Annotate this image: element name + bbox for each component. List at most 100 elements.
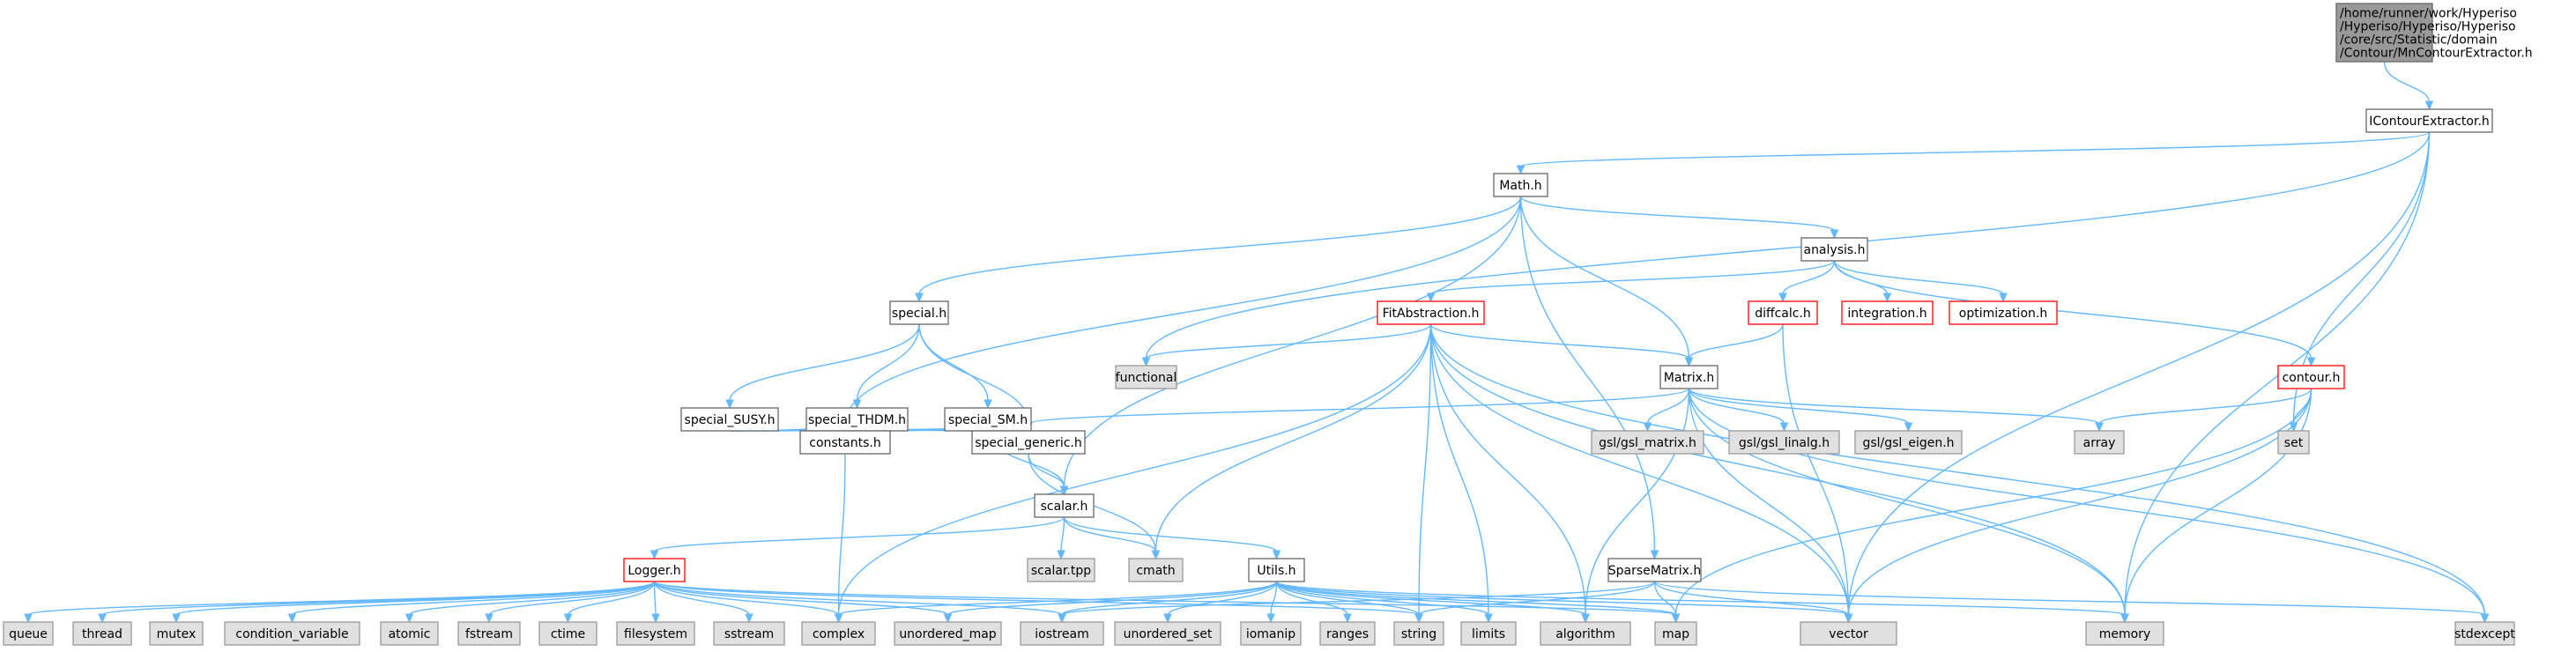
node-box-set bbox=[2277, 430, 2310, 455]
node-array[interactable]: array bbox=[2074, 430, 2125, 455]
node-susy[interactable]: special_SUSY.h bbox=[680, 407, 779, 432]
edge-math-to-sparse bbox=[1519, 196, 1656, 552]
edge-arrowhead-sparse-to-stdexcept bbox=[2480, 613, 2490, 624]
edge-sparse-to-string bbox=[1418, 581, 1656, 616]
edge-matrix-to-vector bbox=[1688, 388, 1850, 616]
node-functional[interactable]: functional bbox=[1115, 365, 1177, 389]
node-label-root: /Hyperiso/Hyperiso/Hyperiso bbox=[2340, 20, 2516, 34]
node-logger[interactable]: Logger.h bbox=[623, 558, 686, 582]
node-complex[interactable]: complex bbox=[801, 621, 876, 646]
node-analysis[interactable]: analysis.h bbox=[1800, 237, 1868, 262]
node-label-array: array bbox=[2083, 436, 2116, 450]
node-label-gsleigen: gsl/gsl_eigen.h bbox=[1862, 436, 1954, 450]
node-box-uset bbox=[1114, 621, 1221, 646]
edge-analysis-to-integration bbox=[1833, 260, 1889, 295]
node-box-gsleigen bbox=[1854, 430, 1963, 455]
edge-analysis-to-optimization bbox=[1833, 260, 2004, 295]
edge-fitabs-to-cmath bbox=[1154, 323, 1432, 552]
edge-fitabs-to-algorithm bbox=[1429, 323, 1586, 616]
node-uset[interactable]: unordered_set bbox=[1114, 621, 1221, 646]
node-gsllinalg[interactable]: gsl/gsl_linalg.h bbox=[1728, 430, 1840, 455]
edge-utils-to-complex bbox=[837, 581, 1278, 616]
node-box-gslmatrix bbox=[1591, 430, 1704, 455]
node-ctime[interactable]: ctime bbox=[538, 621, 598, 646]
node-ranges[interactable]: ranges bbox=[1319, 621, 1376, 646]
node-box-ranges bbox=[1319, 621, 1376, 646]
node-label-gslmatrix: gsl/gsl_matrix.h bbox=[1599, 436, 1696, 450]
edge-utils-to-iostream bbox=[1061, 581, 1278, 616]
node-condvar[interactable]: condition_variable bbox=[224, 621, 360, 646]
node-utils[interactable]: Utils.h bbox=[1248, 558, 1305, 582]
edge-fitabs-to-complex bbox=[837, 323, 1432, 616]
edge-layer bbox=[24, 61, 2490, 624]
node-generic[interactable]: special_generic.h bbox=[971, 430, 1086, 455]
node-fstream[interactable]: fstream bbox=[457, 621, 521, 646]
node-fitabs[interactable]: FitAbstraction.h bbox=[1377, 300, 1485, 325]
node-label-gsllinalg: gsl/gsl_linalg.h bbox=[1739, 436, 1830, 450]
node-constants[interactable]: constants.h bbox=[799, 430, 891, 455]
edge-logger-to-string bbox=[653, 581, 1420, 616]
node-optimization[interactable]: optimization.h bbox=[1949, 300, 2058, 325]
node-box-optimization bbox=[1949, 300, 2058, 325]
node-integration[interactable]: integration.h bbox=[1841, 300, 1934, 325]
node-vector[interactable]: vector bbox=[1800, 621, 1897, 646]
node-label-functional: functional bbox=[1116, 371, 1177, 385]
node-label-mutex: mutex bbox=[157, 627, 197, 641]
node-contour[interactable]: contour.h bbox=[2277, 365, 2345, 389]
edge-logger-to-mutex bbox=[175, 581, 656, 616]
node-box-thread bbox=[72, 621, 132, 646]
node-label-scalartpp: scalar.tpp bbox=[1031, 564, 1091, 578]
node-root[interactable]: /home/runner/work/Hyperiso/Hyperiso/Hype… bbox=[2335, 3, 2533, 63]
node-box-condvar bbox=[224, 621, 360, 646]
node-label-constants: constants.h bbox=[809, 436, 880, 450]
node-diffcalc[interactable]: diffcalc.h bbox=[1748, 300, 1818, 325]
node-filesystem[interactable]: filesystem bbox=[616, 621, 695, 646]
node-thread[interactable]: thread bbox=[72, 621, 132, 646]
node-math[interactable]: Math.h bbox=[1493, 173, 1548, 197]
edge-arrowhead-utils-to-complex bbox=[834, 613, 843, 624]
edge-matrix-to-gsllinalg bbox=[1688, 388, 1785, 425]
node-iomanip[interactable]: iomanip bbox=[1240, 621, 1302, 646]
node-gsleigen[interactable]: gsl/gsl_eigen.h bbox=[1854, 430, 1963, 455]
node-label-queue: queue bbox=[9, 627, 48, 641]
node-thdm[interactable]: special_THDM.h bbox=[805, 407, 909, 432]
node-special[interactable]: special.h bbox=[889, 300, 949, 325]
node-memory[interactable]: memory bbox=[2085, 621, 2164, 646]
node-algorithm[interactable]: algorithm bbox=[1540, 621, 1631, 646]
node-matrix[interactable]: Matrix.h bbox=[1659, 365, 1719, 389]
node-string[interactable]: string bbox=[1393, 621, 1444, 646]
node-scalar[interactable]: scalar.h bbox=[1034, 493, 1095, 518]
node-label-complex: complex bbox=[813, 627, 865, 641]
node-box-contour bbox=[2277, 365, 2345, 389]
node-queue[interactable]: queue bbox=[3, 621, 54, 646]
node-set[interactable]: set bbox=[2277, 430, 2310, 455]
node-cmath[interactable]: cmath bbox=[1128, 558, 1184, 582]
edge-fitabs-to-stdexcept bbox=[1429, 323, 2486, 616]
node-mutex[interactable]: mutex bbox=[149, 621, 204, 646]
edge-special-to-susy bbox=[729, 323, 920, 402]
edge-arrowhead-scalar-to-cmath bbox=[1151, 550, 1161, 560]
edge-utils-to-iomanip bbox=[1270, 581, 1278, 616]
node-gslmatrix[interactable]: gsl/gsl_matrix.h bbox=[1591, 430, 1704, 455]
node-box-memory bbox=[2085, 621, 2164, 646]
node-umap[interactable]: unordered_map bbox=[894, 621, 1002, 646]
node-box-math bbox=[1493, 173, 1548, 197]
node-label-special: special.h bbox=[892, 307, 947, 321]
edge-matrix-to-stdexcept bbox=[1688, 388, 2486, 616]
node-sstream[interactable]: sstream bbox=[713, 621, 785, 646]
node-iostream[interactable]: iostream bbox=[1020, 621, 1104, 646]
edge-utils-to-vector bbox=[1275, 581, 1850, 616]
node-stdexcept[interactable]: stdexcept bbox=[2454, 621, 2515, 646]
edge-scalar-to-cmath bbox=[1063, 516, 1157, 552]
node-sparse[interactable]: SparseMatrix.h bbox=[1607, 558, 1702, 582]
node-limits[interactable]: limits bbox=[1460, 621, 1517, 646]
edge-arrowhead-special-to-susy bbox=[725, 399, 734, 410]
node-scalartpp[interactable]: scalar.tpp bbox=[1027, 558, 1095, 582]
node-atomic[interactable]: atomic bbox=[380, 621, 439, 646]
node-icontour[interactable]: IContourExtractor.h bbox=[2365, 108, 2493, 133]
node-map[interactable]: map bbox=[1654, 621, 1697, 646]
node-box-diffcalc bbox=[1748, 300, 1818, 325]
node-sm[interactable]: special_SM.h bbox=[944, 407, 1032, 432]
edge-scalar-to-logger bbox=[653, 516, 1065, 552]
node-label-umap: unordered_map bbox=[899, 627, 996, 641]
